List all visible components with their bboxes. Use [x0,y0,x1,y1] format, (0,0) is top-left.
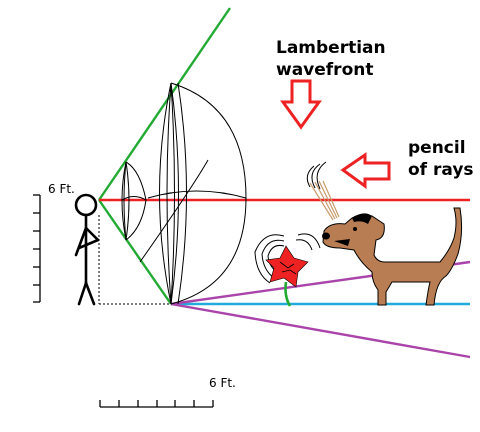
large-wavefront [139,82,247,305]
pencil-of-rays-label: pencil of rays [408,137,474,181]
wavefront-title: Lambertian wavefront [276,37,386,81]
title-line-2: wavefront [276,60,374,80]
horizontal-scale-label: 6 Ft. [209,376,236,390]
horizontal-scale [99,400,214,408]
title-line-1: Lambertian [276,38,386,58]
dotted-guides [98,215,171,305]
pencil-line-2: of rays [408,160,474,180]
flower [265,245,309,307]
small-wavefront [121,161,147,241]
dog [322,207,463,306]
vertical-scale-label: 6 Ft. [48,182,75,196]
stick-figure [74,193,100,306]
pencil-line-1: pencil [408,138,466,158]
green-cone-rays [98,7,231,305]
down-arrow [280,79,322,130]
vertical-scale [33,194,41,303]
left-arrow [340,152,391,189]
pencil-of-rays [306,161,340,221]
